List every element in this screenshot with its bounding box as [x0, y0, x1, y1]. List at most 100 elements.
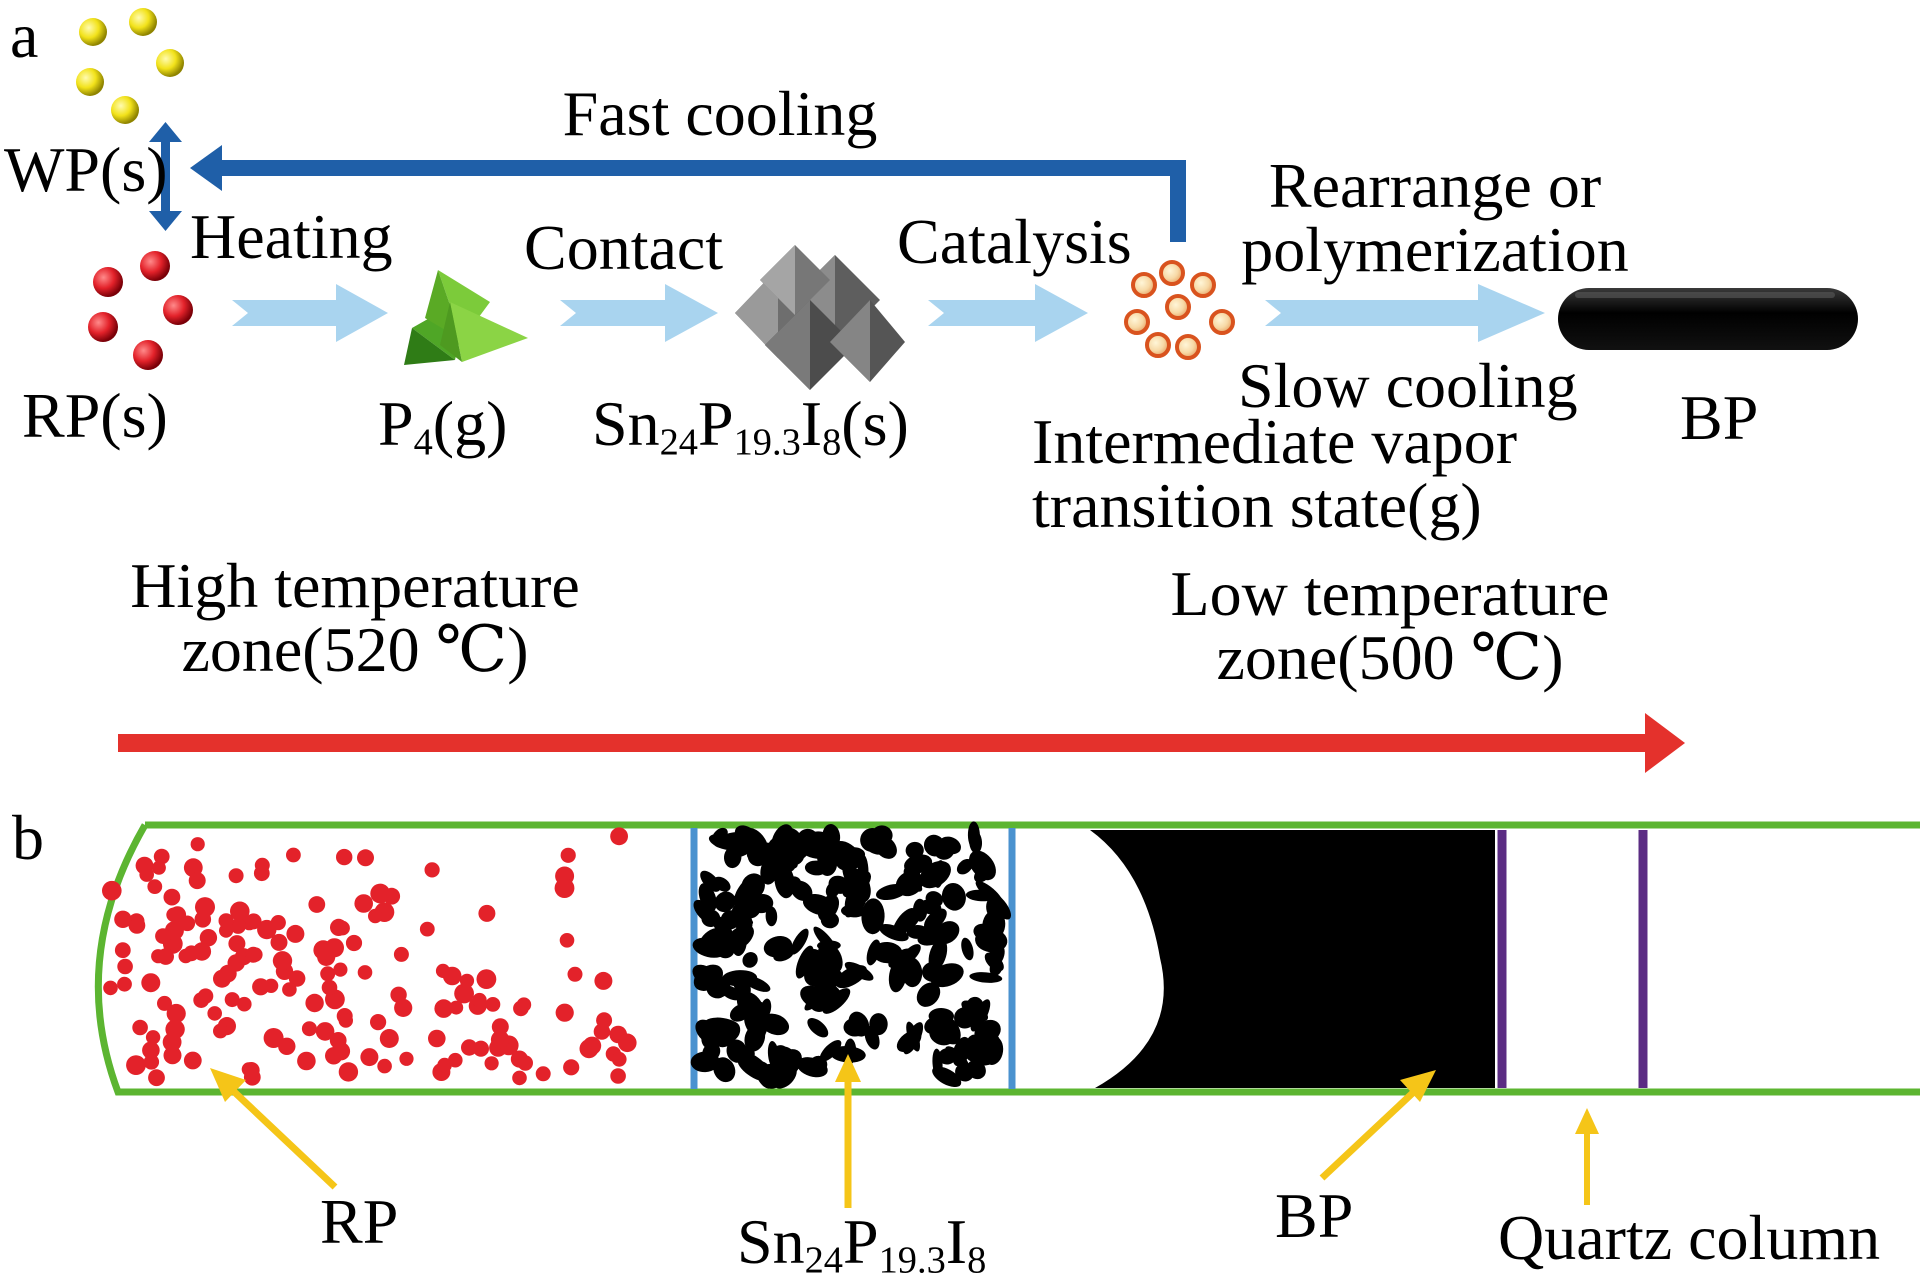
- rp-particle: [190, 837, 205, 852]
- rp-particle: [610, 1068, 626, 1084]
- rp-particle: [305, 993, 324, 1013]
- rp-particle: [594, 971, 613, 990]
- wp-label: WP(s): [4, 134, 168, 205]
- sn-particle: [924, 908, 947, 931]
- sn-particle: [712, 827, 728, 844]
- sn-particle: [938, 1047, 957, 1065]
- rp-particle: [338, 1013, 353, 1028]
- sn-particle: [712, 915, 733, 938]
- sn-particle: [866, 939, 881, 966]
- rp-particle: [157, 995, 172, 1011]
- rp-particle: [166, 1003, 186, 1024]
- sn-particle: [975, 928, 1008, 953]
- rp-particle: [379, 1029, 399, 1048]
- rp-particle: [354, 894, 374, 913]
- sn-particle: [985, 891, 1012, 920]
- sn-particle: [974, 1019, 1001, 1044]
- rp-particle: [315, 1022, 335, 1041]
- sn-particle: [731, 895, 758, 919]
- rp-particle: [434, 999, 454, 1018]
- high-zone-line2: zone(520 ℃): [181, 614, 529, 685]
- sn-particle: [896, 911, 920, 932]
- rp-particle: [128, 913, 145, 930]
- temperature-gradient-arrow: [118, 713, 1685, 773]
- rp-particle: [228, 868, 244, 884]
- rp-particle: [424, 862, 440, 878]
- rp-particle: [368, 908, 383, 924]
- rp-particle: [153, 848, 170, 865]
- white-phosphorus-spheres: [76, 8, 184, 124]
- rp-particle: [399, 1051, 414, 1066]
- rp-particle: [449, 1000, 464, 1015]
- intermediate-vapor-spheres: [1124, 260, 1235, 360]
- bp-label-a: BP: [1680, 382, 1759, 453]
- sn-particle: [918, 899, 942, 915]
- rp-particle: [286, 847, 301, 863]
- quartz-column-label: Quartz column: [1498, 1202, 1881, 1273]
- rp-particle: [282, 982, 297, 997]
- rp-particle: [207, 1006, 222, 1021]
- sn-particle: [916, 982, 941, 1007]
- rp-particle: [377, 1058, 392, 1074]
- sn-particle: [700, 870, 721, 892]
- rp-particle: [141, 973, 161, 993]
- rp-particle: [563, 1059, 580, 1076]
- rp-particle: [286, 924, 305, 943]
- fast-cooling-label: Fast cooling: [562, 78, 878, 149]
- pointer-arrows: [210, 1054, 1599, 1208]
- rp-particle: [228, 935, 246, 953]
- rp-particle: [155, 928, 171, 944]
- rp-particle: [252, 978, 270, 996]
- sn-particle: [690, 1051, 720, 1073]
- sn-particle: [928, 1007, 954, 1025]
- rp-particle: [263, 1028, 284, 1048]
- rp-particle: [218, 913, 234, 929]
- rp-particle: [313, 940, 334, 960]
- rp-particle: [163, 888, 181, 906]
- sn-particle: [955, 1063, 974, 1082]
- rp-particle: [143, 1054, 160, 1070]
- rp-particle: [428, 1029, 446, 1048]
- sn-particle: [900, 944, 921, 965]
- rp-particle: [224, 992, 240, 1008]
- sn-particle: [731, 971, 751, 998]
- rp-particle: [320, 966, 336, 982]
- sn24p193i8-crystal-icon: [735, 245, 905, 390]
- catalysis-label: Catalysis: [897, 206, 1132, 277]
- rp-particle: [102, 880, 122, 901]
- rp-particle: [183, 1051, 202, 1070]
- low-zone-line1: Low temperature: [1170, 558, 1610, 629]
- rp-particle: [272, 951, 293, 971]
- sn-particle: [693, 899, 717, 925]
- sn-particle: [974, 867, 991, 883]
- rp-particle: [596, 1012, 613, 1029]
- sn-particle: [817, 942, 843, 974]
- sn-solid-label: Sn24P19.3I8(s): [592, 388, 909, 464]
- sn-particle: [760, 1013, 790, 1036]
- fast-cooling-arrow: [190, 145, 1186, 242]
- sn-particle: [737, 1059, 766, 1081]
- rp-particle: [357, 965, 373, 980]
- rp-particle: [135, 856, 154, 875]
- rp-particle: [257, 919, 277, 940]
- sn-particle: [790, 928, 809, 955]
- slow-cooling-label: Slow cooling: [1238, 350, 1578, 421]
- sn-particle: [802, 894, 835, 916]
- rp-particle: [179, 915, 196, 932]
- sn-particle: [941, 882, 966, 911]
- sn-particle: [767, 837, 785, 857]
- high-zone-line1: High temperature: [130, 550, 580, 621]
- rp-pointer-label: RP: [320, 1186, 399, 1257]
- sn-particle: [982, 1035, 1004, 1065]
- rp-particle: [145, 1030, 161, 1045]
- rp-particle: [148, 1069, 165, 1087]
- intermediate-line2: transition state(g): [1032, 470, 1482, 541]
- rp-particle: [278, 1037, 296, 1056]
- rp-particle: [147, 879, 163, 894]
- sn24p193i8-packing: [690, 821, 1016, 1089]
- sn-particle: [919, 860, 951, 889]
- rp-powder: [102, 827, 637, 1087]
- sn-particle: [778, 827, 802, 851]
- rp-particle: [370, 1014, 387, 1031]
- rp-particle: [478, 904, 496, 922]
